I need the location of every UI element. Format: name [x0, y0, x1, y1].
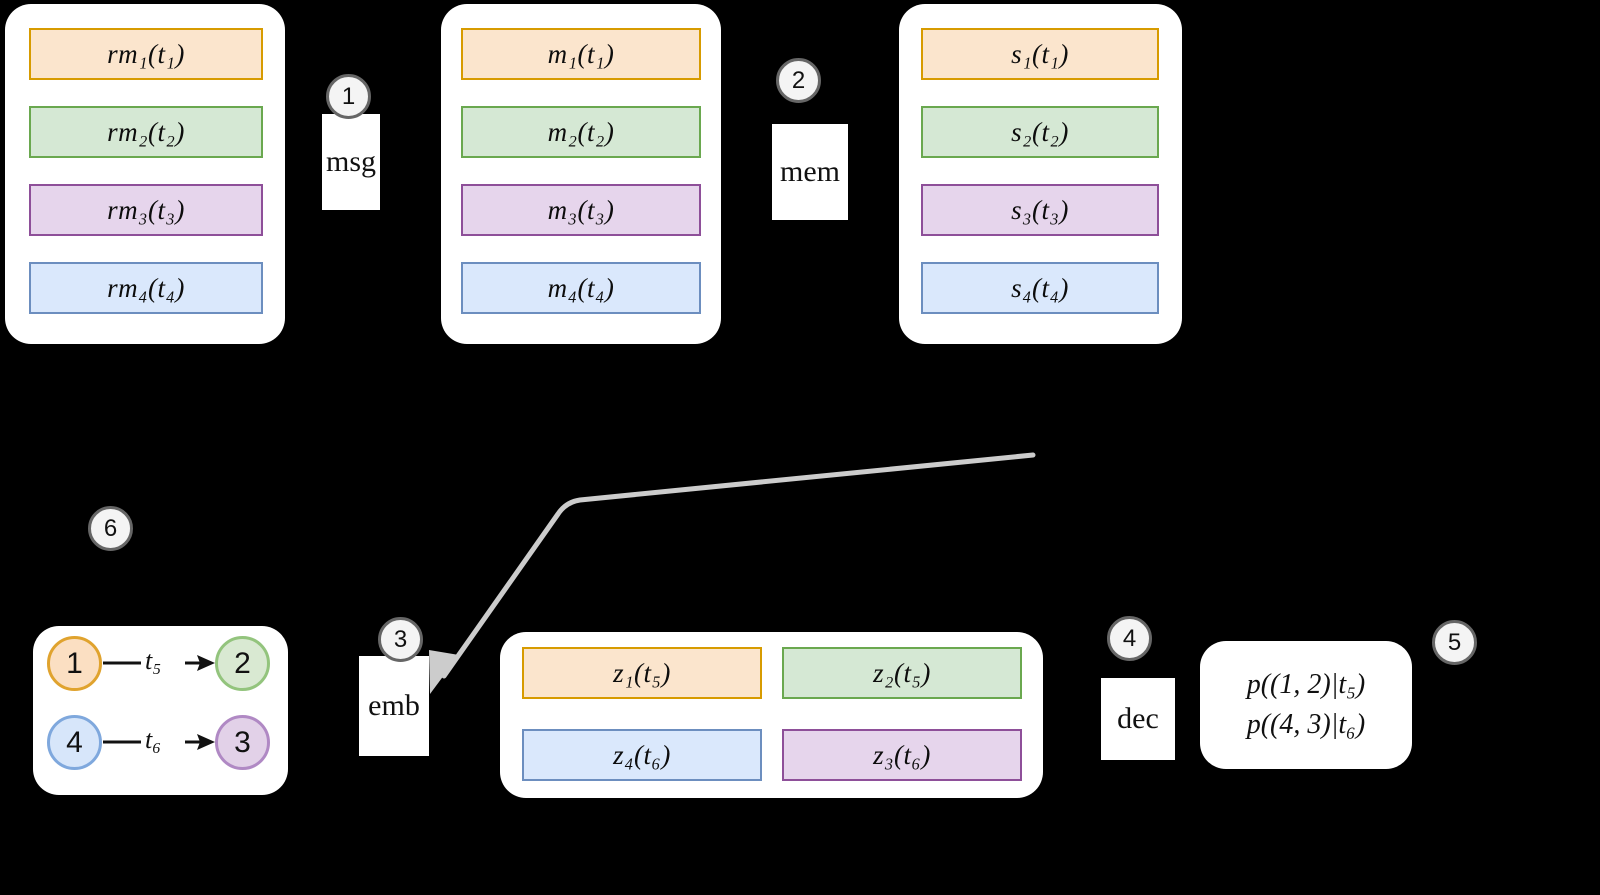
graph-edge-label: t₆ [145, 725, 162, 754]
state-item[interactable]: s₄(t₄) [921, 262, 1159, 314]
prediction-line: p((1, 2)|t₅) [1246, 669, 1366, 700]
graph-node[interactable]: 3 [215, 715, 270, 770]
message-item[interactable]: m₂(t₂) [461, 106, 701, 158]
prediction-line: p((4, 3)|t₆) [1246, 709, 1366, 740]
graph-node[interactable]: 2 [215, 636, 270, 691]
emb-operator-box[interactable]: emb [359, 656, 429, 756]
raw-message-item[interactable]: rm₃(t₃) [29, 184, 263, 236]
messages-panel: m₁(t₁) m₂(t₂) m₃(t₃) m₄(t₄) [441, 4, 721, 344]
embedding-item[interactable]: z₁(t₅) [522, 647, 762, 699]
embedding-item[interactable]: z₂(t₅) [782, 647, 1022, 699]
step-number-3: 3 [378, 617, 423, 662]
msg-operator-label: msg [325, 145, 376, 178]
embeddings-panel: z₁(t₅) z₂(t₅) z₄(t₆) z₃(t₆) [500, 632, 1043, 798]
step-number-2: 2 [776, 58, 821, 103]
message-item[interactable]: m₁(t₁) [461, 28, 701, 80]
step-number-6: 6 [88, 506, 133, 551]
graph-node[interactable]: 4 [47, 715, 102, 770]
raw-message-item[interactable]: rm₂(t₂) [29, 106, 263, 158]
graph-edges [103, 655, 215, 750]
state-item[interactable]: s₃(t₃) [921, 184, 1159, 236]
step-number-5: 5 [1432, 620, 1477, 665]
step-number-4: 4 [1107, 616, 1152, 661]
dec-operator-box[interactable]: dec [1101, 678, 1175, 760]
step-number-1: 1 [326, 74, 371, 119]
embedding-item[interactable]: z₄(t₆) [522, 729, 762, 781]
states-panel: s₁(t₁) s₂(t₂) s₃(t₃) s₄(t₄) [899, 4, 1182, 344]
dec-operator-label: dec [1117, 702, 1159, 735]
message-item[interactable]: m₄(t₄) [461, 262, 701, 314]
interaction-graph-panel: 1 2 4 3 t₅ t₆ [33, 626, 288, 795]
message-item[interactable]: m₃(t₃) [461, 184, 701, 236]
emb-operator-label: emb [368, 689, 420, 722]
predictions-panel: p((1, 2)|t₅) p((4, 3)|t₆) [1200, 641, 1412, 769]
embedding-item[interactable]: z₃(t₆) [782, 729, 1022, 781]
msg-operator-box[interactable]: msg [322, 114, 380, 210]
predictions-list: p((1, 2)|t₅) p((4, 3)|t₆) [1200, 641, 1412, 769]
state-item[interactable]: s₁(t₁) [921, 28, 1159, 80]
state-item[interactable]: s₂(t₂) [921, 106, 1159, 158]
graph-node[interactable]: 1 [47, 636, 102, 691]
graph-edge-label: t₅ [145, 646, 162, 675]
mem-operator-label: mem [780, 155, 840, 188]
mem-operator-box[interactable]: mem [772, 124, 848, 220]
raw-messages-panel: rm₁(t₁) rm₂(t₂) rm₃(t₃) rm₄(t₄) [5, 4, 285, 344]
raw-message-item[interactable]: rm₄(t₄) [29, 262, 263, 314]
raw-message-item[interactable]: rm₁(t₁) [29, 28, 263, 80]
